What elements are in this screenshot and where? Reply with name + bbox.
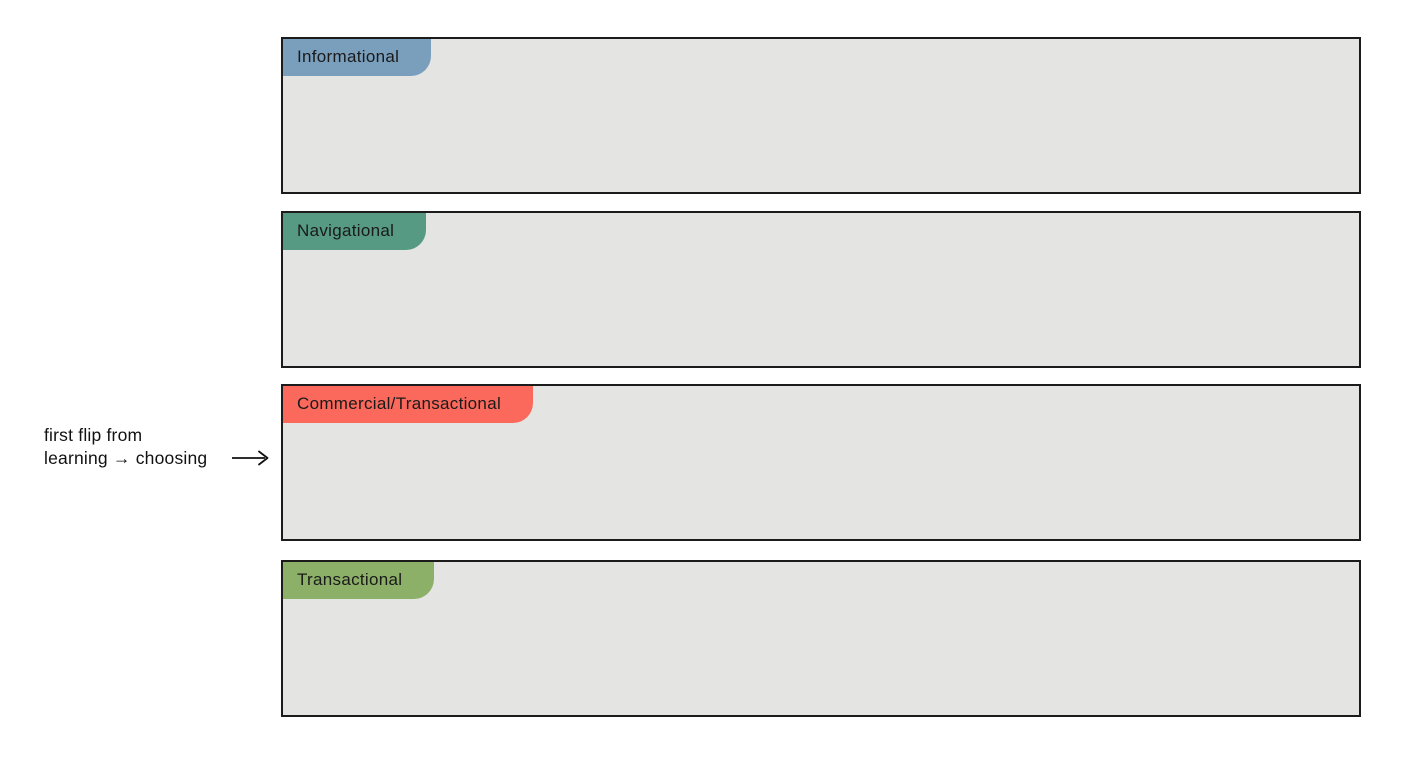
annotation-first-flip: first flip from learning → choosing (44, 424, 207, 470)
swimlane-label-tab-commercial-transactional: Commercial/Transactional (283, 386, 534, 423)
swimlane-commercial-transactional: Commercial/Transactional (281, 384, 1361, 541)
swimlane-informational: Informational (281, 37, 1361, 194)
annotation-line-2: learning → choosing (44, 448, 208, 468)
swimlane-transactional: Transactional (281, 560, 1361, 717)
long-right-arrow-icon (232, 450, 269, 466)
swimlane-label-tab-informational: Informational (283, 39, 432, 76)
swimlane-label-tab-navigational: Navigational (283, 213, 427, 250)
swimlane-navigational: Navigational (281, 211, 1361, 368)
swimlane-label-tab-transactional: Transactional (283, 562, 435, 599)
annotation-line-1: first flip from (44, 425, 143, 445)
